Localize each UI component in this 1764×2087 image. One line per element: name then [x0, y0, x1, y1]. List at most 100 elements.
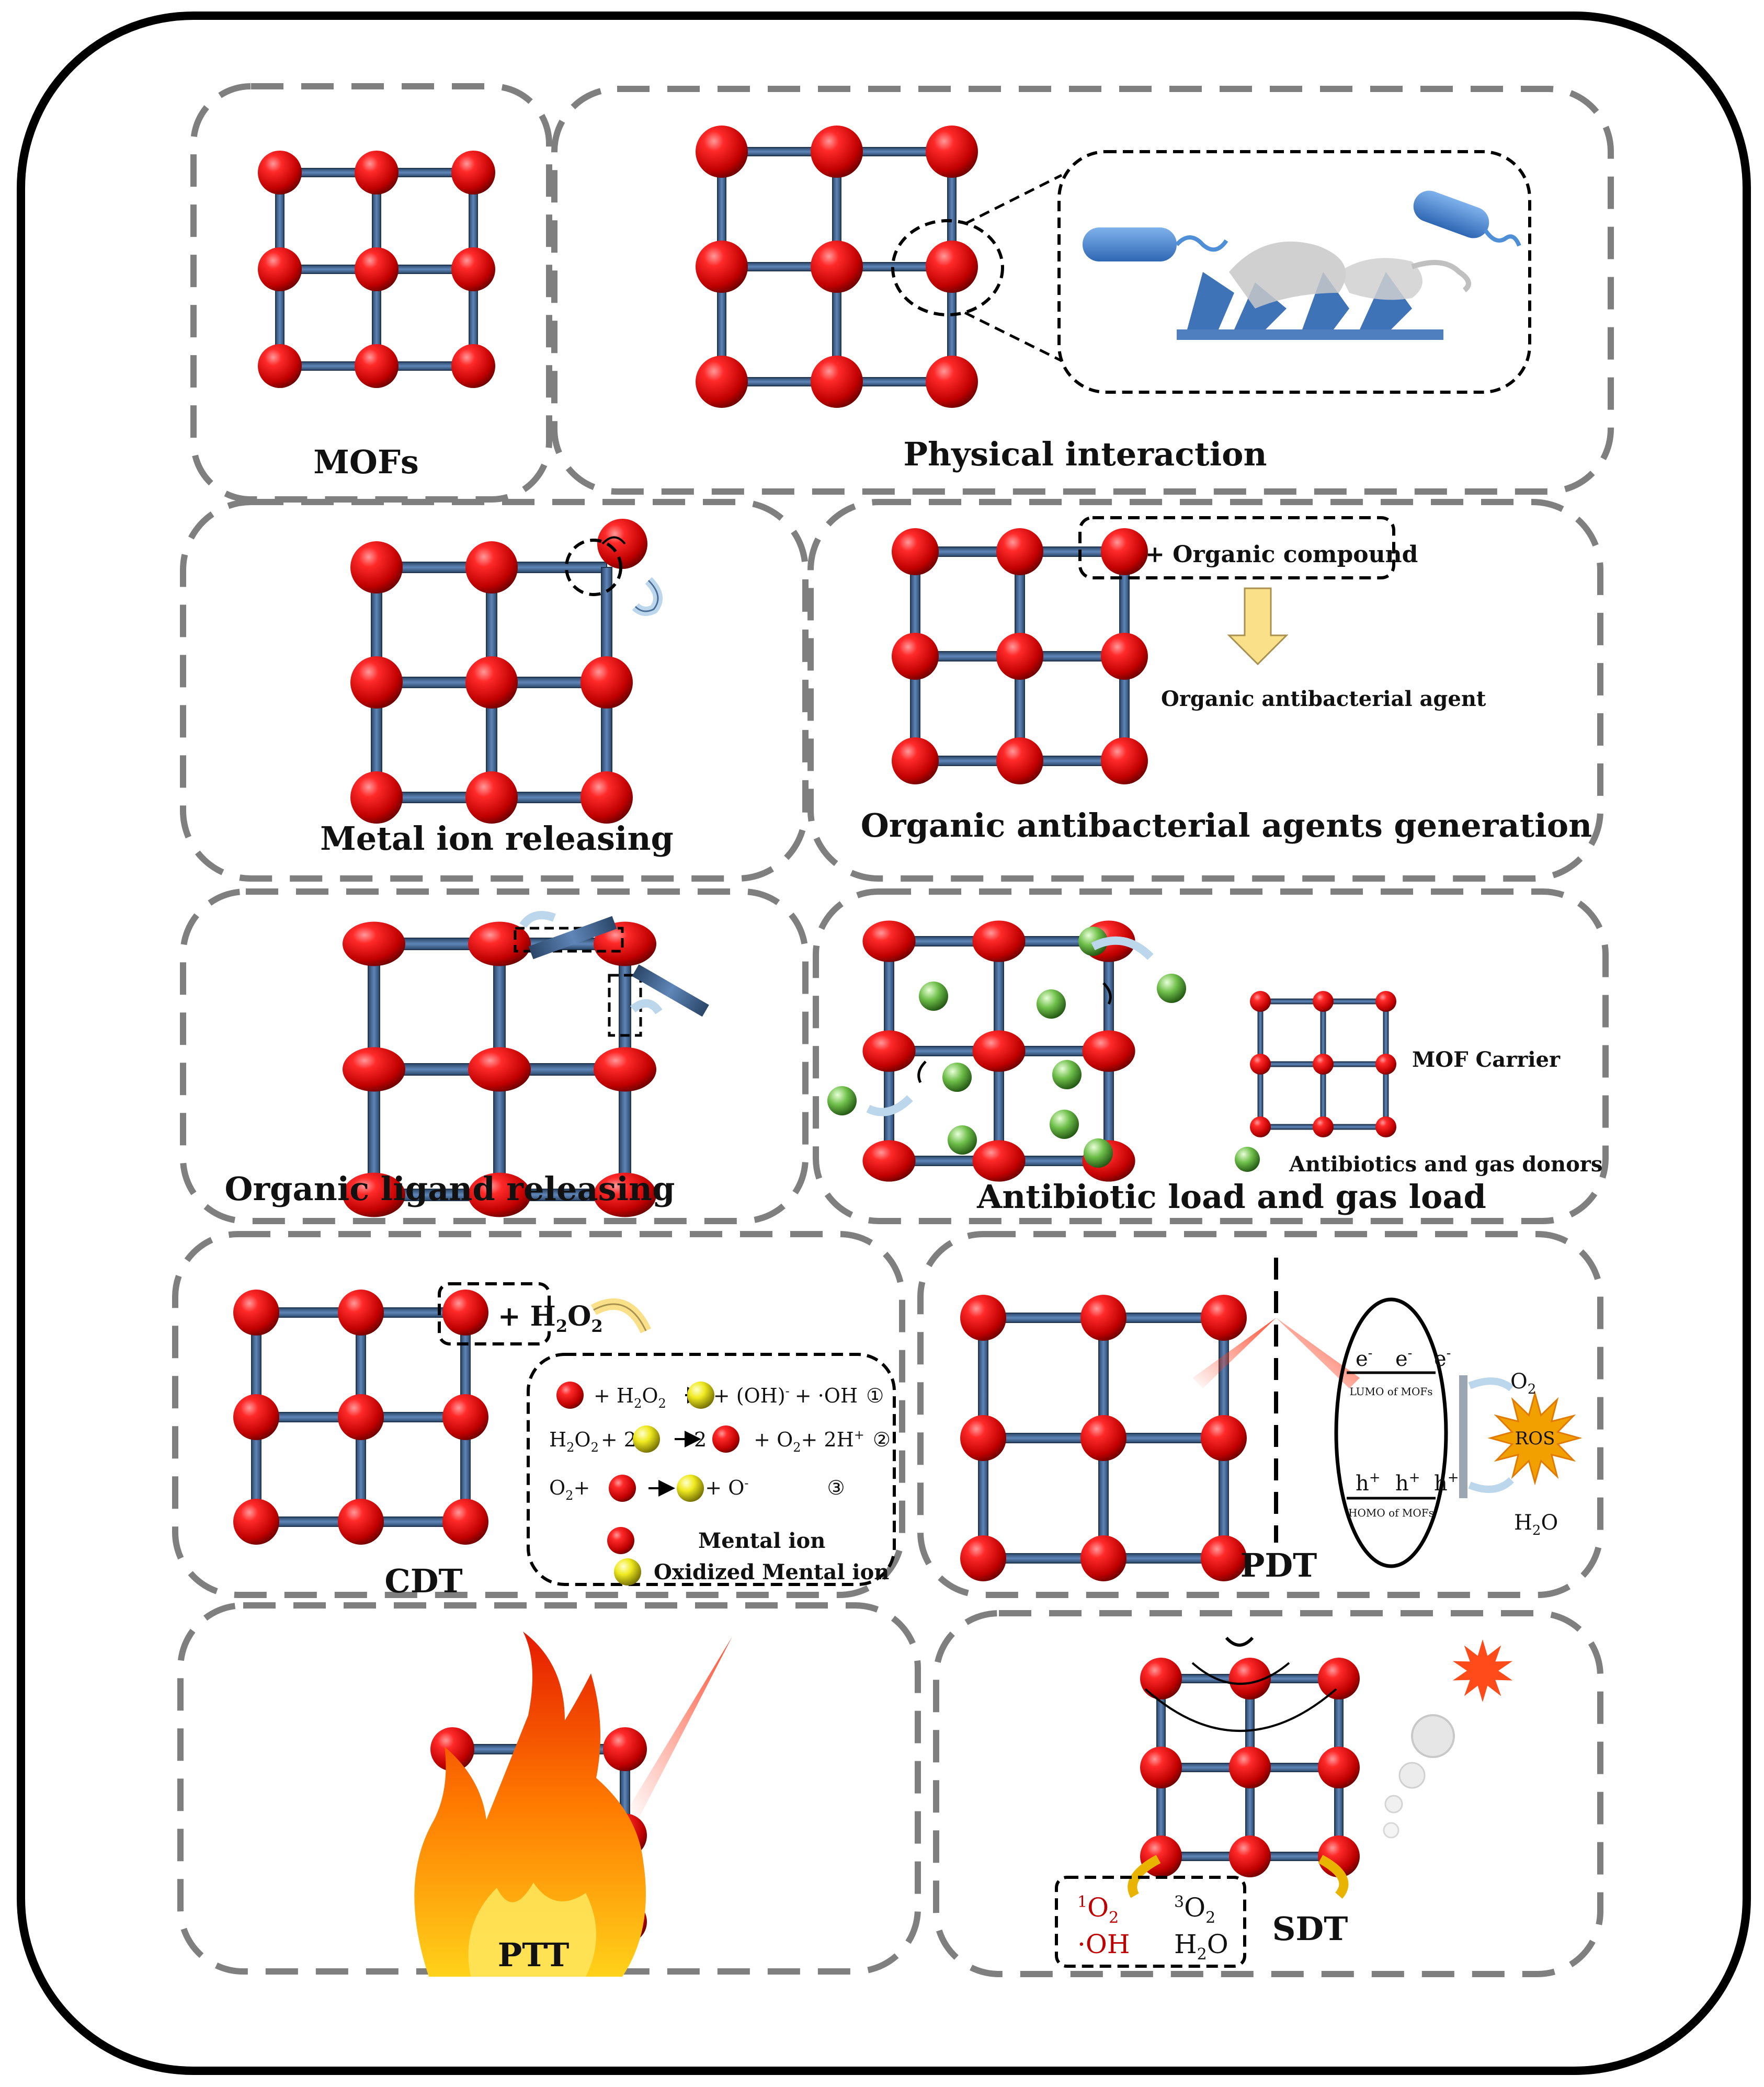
metal-node	[442, 1499, 488, 1545]
cdt-lattice	[233, 1290, 488, 1545]
released-linker	[528, 916, 617, 960]
metal-node	[811, 356, 863, 408]
oxidized-ion-sphere	[677, 1475, 704, 1502]
ligand-release-detail	[514, 911, 709, 1037]
metal-node	[1082, 1030, 1135, 1072]
metal-node	[233, 1290, 279, 1336]
singlet-oxygen-label: 1O2	[1077, 1892, 1119, 1927]
metal-node	[338, 1499, 384, 1545]
sdt-title: SDT	[1272, 1910, 1348, 1948]
electrons: e- e- e-	[1356, 1345, 1451, 1371]
equation-3: O2++ O-③	[549, 1476, 845, 1503]
metal-node	[451, 151, 495, 195]
antibiotic-particle	[919, 982, 948, 1011]
metal-node	[1229, 1658, 1271, 1700]
metal-node	[1101, 633, 1148, 680]
legend-metal-ion: Mental ion	[698, 1529, 825, 1553]
metal-node	[258, 344, 302, 388]
metal-node	[233, 1394, 279, 1440]
metal-node	[1313, 991, 1334, 1012]
metal-node	[355, 247, 399, 291]
oxidized-ion-sphere	[687, 1382, 714, 1409]
metal-node	[1080, 1535, 1126, 1581]
metal-node	[594, 1047, 656, 1092]
metal-node	[1101, 737, 1148, 784]
metal-ion-sphere	[609, 1475, 636, 1502]
metal-ion-release-detail	[565, 539, 663, 616]
panel-outlines	[172, 83, 1614, 1977]
spike	[1187, 272, 1234, 329]
panel-pdt-outline	[917, 1231, 1603, 1598]
metal-node	[996, 633, 1043, 680]
released-metal-ion	[597, 519, 647, 569]
metal-ion-sphere	[556, 1382, 584, 1409]
bacterium-icon	[1083, 227, 1177, 261]
metal-node	[442, 1290, 488, 1336]
hydroxyl-label: ·OH	[1077, 1929, 1130, 1959]
metal-node	[862, 1030, 916, 1072]
bubble	[1383, 1822, 1399, 1839]
cdt-title: CDT	[384, 1562, 462, 1600]
antibiotic-particle	[1052, 1060, 1082, 1089]
metal-ion-title: Metal ion releasing	[320, 819, 674, 858]
metal-node	[972, 920, 1026, 962]
donors-label: Antibiotics and gas donors	[1289, 1152, 1602, 1177]
metal-node	[451, 247, 495, 291]
metal-node	[1229, 1747, 1271, 1788]
metal-node	[1375, 1054, 1396, 1075]
metal-node	[442, 1394, 488, 1440]
metal-node	[926, 356, 978, 408]
products-box	[1055, 1876, 1246, 1968]
bacterium-icon	[1413, 190, 1489, 238]
svg-text:h+: h+	[1434, 1470, 1459, 1496]
metal-node	[1375, 991, 1396, 1012]
antibiotic-title: Antibiotic load and gas load	[976, 1178, 1486, 1216]
h2o-label: H2O	[1514, 1511, 1558, 1538]
panel-metal-ion-outline	[180, 499, 809, 882]
physical-lattice	[696, 126, 978, 408]
bubble	[1411, 1714, 1455, 1758]
mof-carrier-lattice	[1250, 991, 1396, 1137]
physical-interaction-inset	[891, 150, 1531, 394]
metal-node	[1250, 1116, 1271, 1137]
organic-agent-label: Organic antibacterial agent	[1161, 687, 1486, 711]
oxidized-ion-sphere	[614, 1558, 641, 1586]
svg-text:e-: e-	[1356, 1345, 1372, 1371]
antibiotic-particle	[827, 1086, 857, 1115]
metal-node	[892, 528, 939, 575]
mof-carrier-label: MOF Carrier	[1412, 1047, 1561, 1072]
svg-text:h+: h+	[1356, 1470, 1381, 1496]
flame	[414, 1632, 646, 1977]
antibiotic-arrows	[866, 936, 1154, 1116]
metal-node	[960, 1535, 1006, 1581]
metal-node	[603, 1727, 647, 1771]
metal-node	[594, 921, 656, 966]
panel-cdt-outline	[172, 1231, 905, 1598]
metal-node	[343, 1047, 405, 1092]
metal-node	[1313, 1054, 1334, 1075]
metal-node	[1375, 1116, 1396, 1137]
metal-node	[233, 1499, 279, 1545]
metal-node	[338, 1290, 384, 1336]
physical-title: Physical interaction	[903, 435, 1267, 473]
metal-node	[465, 771, 518, 824]
metal-node	[1080, 1295, 1126, 1341]
metal-node	[258, 151, 302, 195]
metal-node	[581, 656, 633, 709]
metal-node	[581, 771, 633, 824]
metal-node	[355, 344, 399, 388]
metal-node	[696, 356, 748, 408]
metal-node	[862, 920, 916, 962]
metal-node	[926, 241, 978, 293]
antibiotic-particle	[1037, 989, 1066, 1019]
metal-node	[1318, 1658, 1360, 1700]
metal-ion-lattice	[350, 519, 647, 824]
metal-node	[468, 1172, 531, 1217]
mof-lattices	[233, 126, 1396, 1944]
svg-text:h+: h+	[1395, 1470, 1420, 1496]
organic-agents-detail	[1078, 516, 1395, 666]
cdt-h2o2-label: + H2O2	[498, 1301, 603, 1336]
metal-node	[960, 1415, 1006, 1461]
